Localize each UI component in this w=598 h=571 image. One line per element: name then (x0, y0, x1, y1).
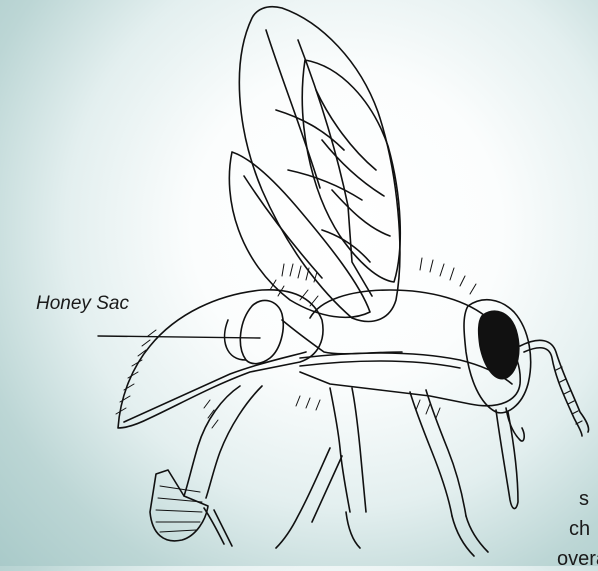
cropped-text-fragment-3: overa (557, 548, 598, 571)
cropped-text-fragment-2: ch (569, 518, 590, 541)
honey-sac-label: Honey Sac (36, 293, 129, 315)
thorax-hair (270, 258, 476, 306)
body-outline (116, 290, 520, 428)
cropped-text-fragment-1: s (579, 488, 589, 511)
proboscis (496, 410, 518, 509)
legs (150, 386, 488, 556)
abdomen (118, 290, 323, 428)
wings (229, 7, 400, 322)
honey-sac-pointer-line (98, 336, 260, 338)
body-divider (300, 353, 512, 384)
hindwing (229, 152, 370, 317)
